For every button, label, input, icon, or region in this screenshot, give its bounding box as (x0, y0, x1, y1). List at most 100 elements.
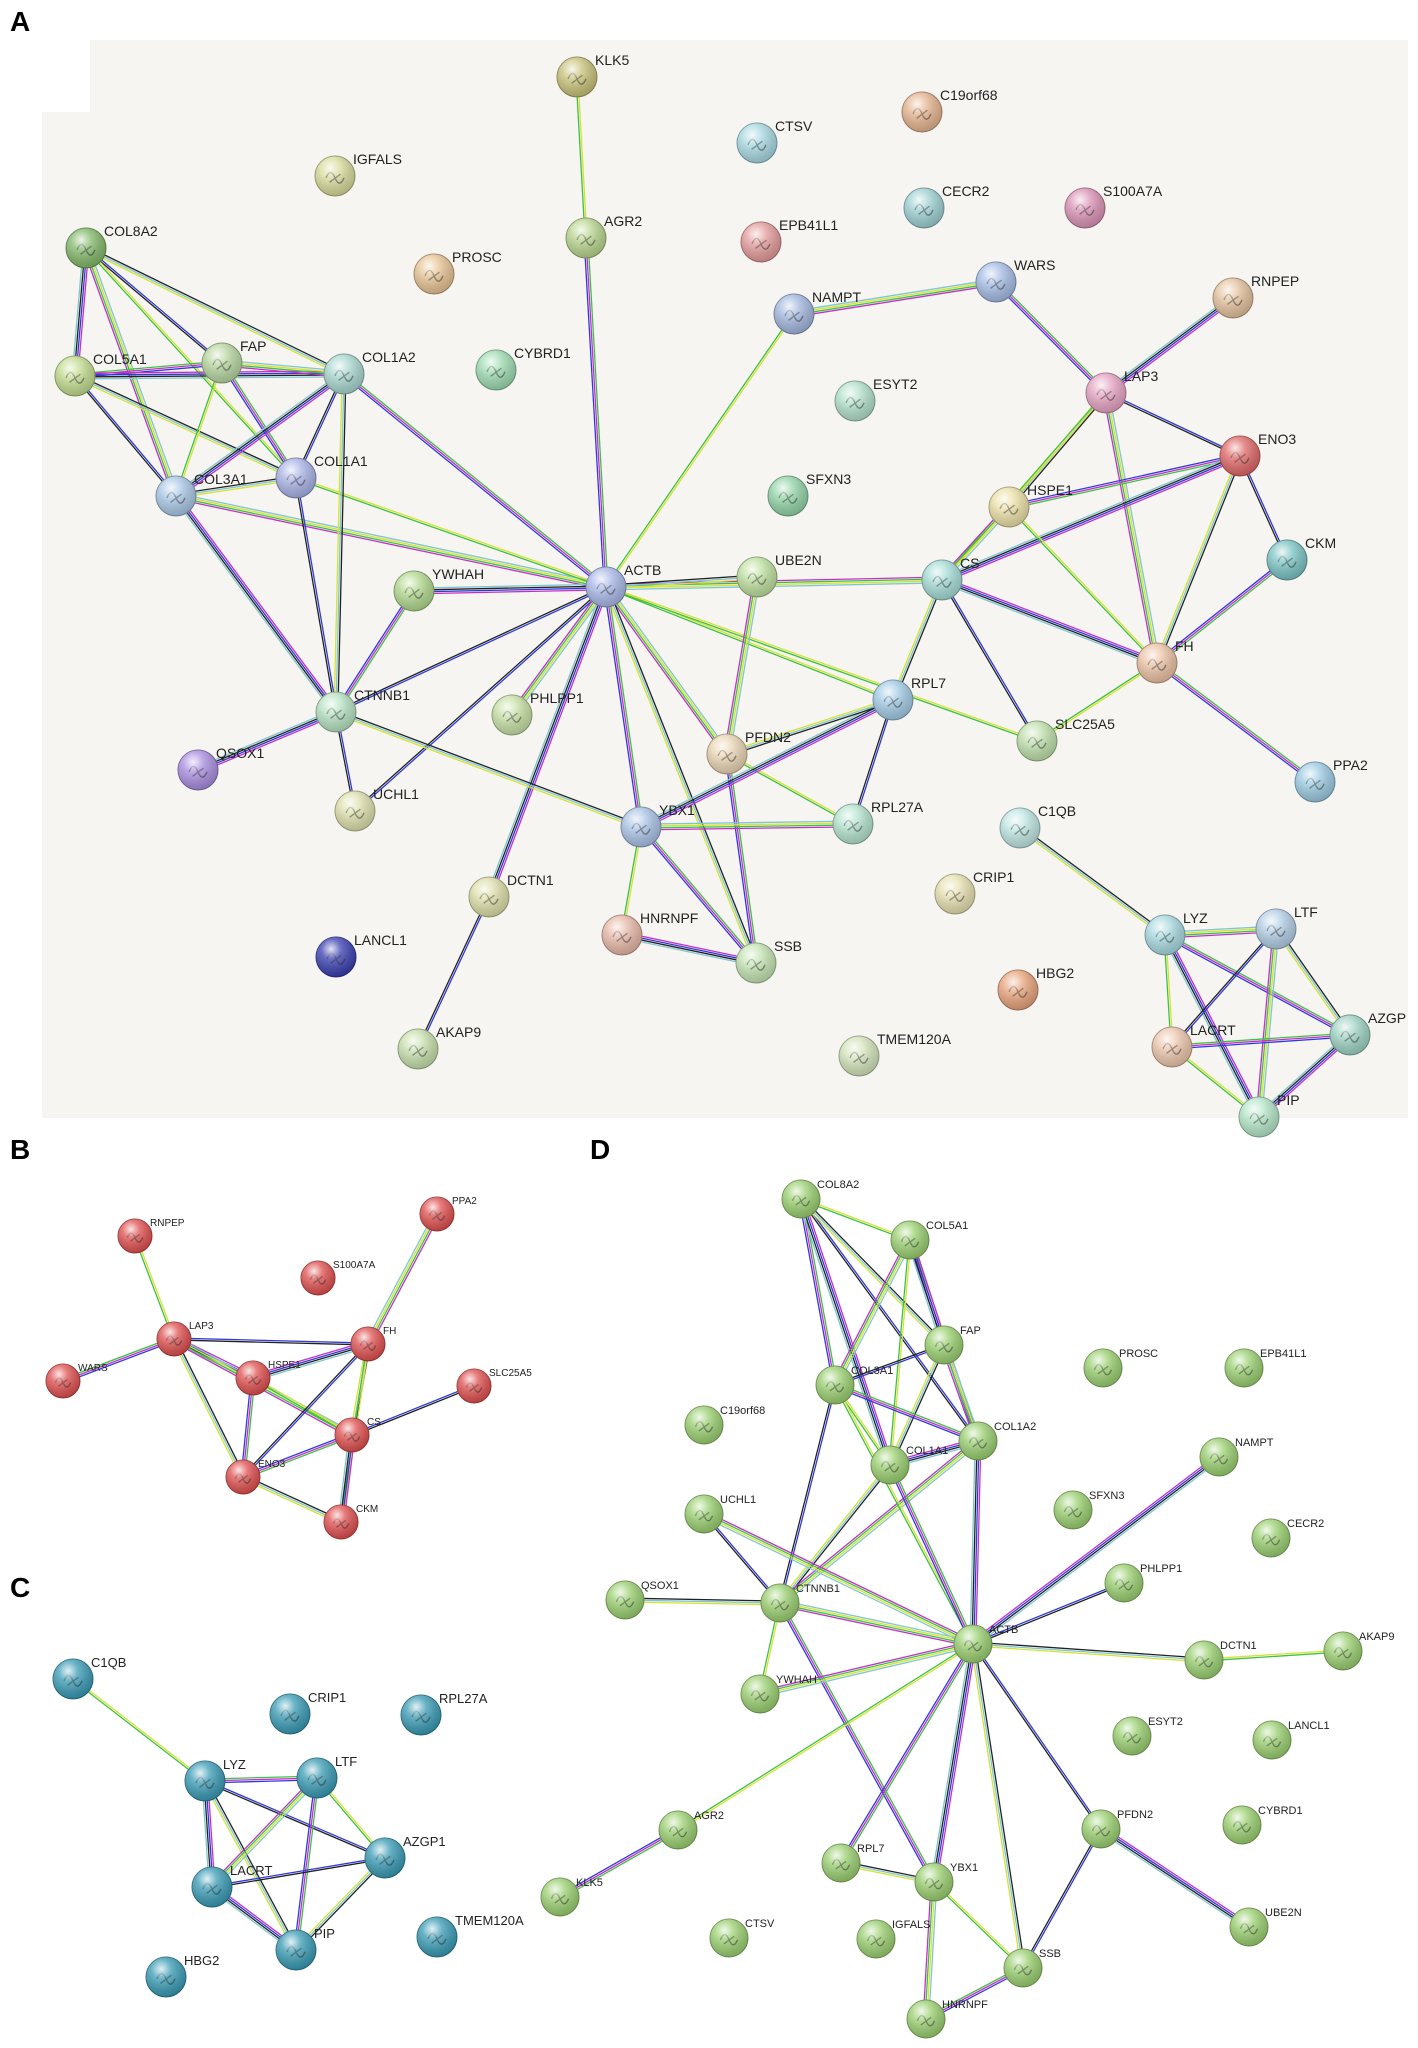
node-lyz: LYZ (184, 1757, 246, 1802)
node-akap9: AKAP9 (397, 1024, 481, 1070)
edge-COL1A1-ACTB (887, 1463, 976, 1646)
edge-RNPEP-LAP3 (1103, 295, 1236, 396)
edge-ACTB-NAMPT (970, 1454, 1222, 1647)
node-label: RPL27A (871, 799, 924, 815)
edge-line (934, 1880, 1025, 1968)
edge-line (621, 937, 756, 967)
node-label: C19orf68 (940, 87, 998, 103)
edge-LYZ-AZGP (1163, 932, 1352, 1038)
edge-line (1163, 935, 1259, 1118)
node-col1a1: COL1A1 (275, 453, 368, 499)
node-ctsv: CTSV (736, 118, 813, 164)
node-label: CYBRD1 (1258, 1805, 1303, 1817)
edge-line (1203, 1649, 1343, 1660)
edge-line (73, 376, 176, 498)
edge-line (75, 373, 298, 477)
node-phlpp1: PHLPP1 (491, 690, 584, 736)
edge-line (210, 1776, 317, 1887)
edge-line (175, 496, 606, 589)
node-gloss (324, 354, 364, 394)
node-gloss (276, 458, 316, 498)
node-sfxn3: SFXN3 (1053, 1490, 1124, 1530)
edge-line (1100, 1829, 1249, 1929)
edge-line (85, 247, 345, 375)
node-gloss (871, 1446, 909, 1484)
node-gloss (976, 262, 1016, 302)
edge-ENO3-CS (940, 452, 1242, 584)
edge-C1QB-LYZ (72, 1677, 206, 1783)
node-nampt: NAMPT (773, 289, 861, 335)
edge-line (853, 700, 895, 825)
edge-CS-SLC25A5 (351, 1384, 475, 1437)
edge-line (509, 584, 605, 714)
node-gloss (1137, 643, 1177, 683)
edge-line (1273, 929, 1349, 1037)
node-label: SSB (1039, 1948, 1061, 1960)
node-label: PROSC (452, 249, 502, 265)
node-gloss (1152, 1027, 1192, 1067)
node-label: C1QB (91, 1655, 126, 1670)
edge-line (243, 1474, 343, 1521)
edge-line (343, 373, 607, 588)
node-gloss (873, 680, 913, 720)
edge-COL8A2-COL1A2 (84, 245, 346, 377)
edge-line (333, 589, 413, 712)
edge-line (932, 1643, 973, 1882)
node-label: EPB41L1 (779, 217, 838, 233)
node-label: S100A7A (333, 1260, 376, 1271)
edge-line (607, 586, 759, 963)
edge-line (174, 1337, 369, 1344)
edge-line (888, 1239, 910, 1465)
edge-ACTB-UCHL1 (702, 1510, 975, 1648)
node-gloss (541, 1878, 579, 1916)
edge-line (1108, 392, 1161, 663)
edge-line (894, 580, 945, 701)
node-c1qb: C1QB (999, 803, 1076, 849)
edge-line (801, 1198, 980, 1441)
edge-ACTB-UBE2N (605, 574, 758, 590)
edge-line (973, 1441, 980, 1645)
node-azgp: AZGP (1329, 1010, 1406, 1056)
panel-a-letter: A (10, 6, 31, 37)
edge-line (678, 1644, 974, 1832)
edge-CKM-FH (1155, 558, 1289, 665)
edge-line (759, 1642, 973, 1694)
edge-line (940, 580, 1037, 742)
edge-line (84, 248, 222, 365)
edge-COL5A1-COL3A1 (831, 1238, 914, 1387)
node-label: AZGP1 (403, 1834, 446, 1849)
edge-line (851, 699, 893, 824)
edge-WARS-LAP3 (994, 280, 1108, 395)
edge-line (176, 494, 607, 587)
edge-line (728, 753, 759, 963)
edge-line (942, 578, 1158, 663)
node-gloss (904, 188, 944, 228)
node-gloss (891, 1221, 929, 1259)
edge-line (798, 1199, 834, 1386)
edge-CS-ENO3 (242, 1432, 353, 1480)
node-col8a2: COL8A2 (65, 223, 158, 269)
edge-YWHAH-CTNNB1 (333, 589, 417, 714)
node-label: LANCL1 (354, 932, 407, 948)
node-esyt2: ESYT2 (1112, 1716, 1183, 1756)
edge-line (196, 708, 336, 768)
edge-line (972, 1645, 1204, 1663)
edge-ACTB-DCTN1 (972, 1641, 1205, 1663)
edge-COL3A1-COL1A2 (834, 1382, 979, 1444)
edge-line (74, 360, 222, 375)
edge-line (221, 362, 297, 479)
edge-line (726, 754, 853, 826)
edge-line (1104, 393, 1157, 664)
edge-line (1156, 559, 1288, 664)
node-label: S100A7A (1103, 183, 1163, 199)
edge-line (640, 820, 853, 825)
edge-line (252, 1340, 368, 1376)
node-label: WARS (1014, 257, 1055, 273)
edge-line (213, 1779, 320, 1890)
edge-line (995, 281, 1107, 394)
edge-RPL7-RPL27A (851, 699, 895, 825)
edge-COL1A2-COL3A1 (173, 371, 347, 499)
edge-line (932, 1882, 1023, 1970)
